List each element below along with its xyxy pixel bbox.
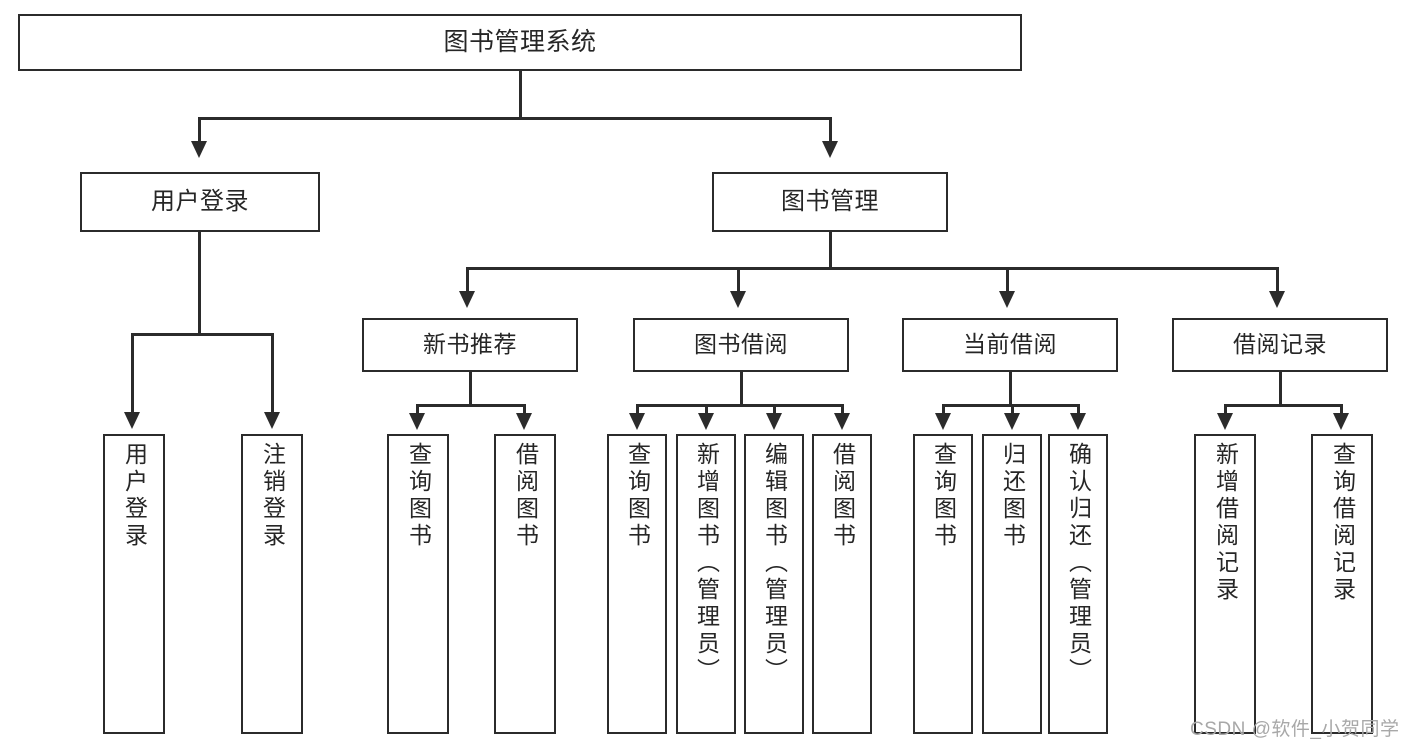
node-leaf-add-book[interactable]: 新增图书（管理员） bbox=[676, 434, 736, 734]
node-leaf-user-logout[interactable]: 注销登录 bbox=[241, 434, 303, 734]
node-current-borrow[interactable]: 当前借阅 bbox=[902, 318, 1118, 372]
node-root[interactable]: 图书管理系统 bbox=[18, 14, 1022, 71]
connector-bm-drop-1 bbox=[466, 267, 469, 292]
connector-book-manage-stem bbox=[829, 232, 832, 270]
arrowhead-leaf-query-book-2 bbox=[629, 413, 645, 430]
connector-cb-stem bbox=[1009, 372, 1012, 407]
connector-cb-drop-3 bbox=[1077, 404, 1080, 414]
node-book-manage[interactable]: 图书管理 bbox=[712, 172, 948, 232]
node-leaf-query-book-2-label: 查询图书 bbox=[624, 442, 651, 550]
node-book-borrow-label: 图书借阅 bbox=[694, 331, 788, 358]
arrowhead-new-book-recommend bbox=[459, 291, 475, 308]
arrowhead-leaf-user-login bbox=[124, 412, 140, 429]
node-leaf-add-book-label: 新增图书（管理员） bbox=[693, 442, 720, 685]
arrowhead-leaf-borrow-book-1 bbox=[516, 413, 532, 430]
connector-user-login-drop-2 bbox=[271, 333, 274, 413]
connector-root-drop-right bbox=[829, 117, 832, 142]
node-leaf-query-record[interactable]: 查询借阅记录 bbox=[1311, 434, 1373, 734]
connector-bb-drop-1 bbox=[636, 404, 639, 414]
connector-bb-stem bbox=[740, 372, 743, 407]
connector-bm-drop-3 bbox=[1006, 267, 1009, 292]
node-leaf-borrow-book-1[interactable]: 借阅图书 bbox=[494, 434, 556, 734]
node-leaf-return-book[interactable]: 归还图书 bbox=[982, 434, 1042, 734]
node-borrow-record-label: 借阅记录 bbox=[1233, 331, 1327, 358]
arrowhead-leaf-query-record bbox=[1333, 413, 1349, 430]
node-leaf-query-record-label: 查询借阅记录 bbox=[1329, 442, 1356, 604]
connector-root-stem bbox=[519, 71, 522, 117]
connector-bb-drop-4 bbox=[841, 404, 844, 414]
node-leaf-return-book-label: 归还图书 bbox=[999, 442, 1026, 550]
node-leaf-confirm-return-label: 确认归还（管理员） bbox=[1065, 442, 1092, 685]
node-user-login-label: 用户登录 bbox=[151, 187, 249, 215]
connector-bb-bus bbox=[636, 404, 844, 407]
node-current-borrow-label: 当前借阅 bbox=[963, 331, 1057, 358]
connector-bb-drop-2 bbox=[705, 404, 708, 414]
connector-book-manage-bus bbox=[466, 267, 1279, 270]
csdn-watermark: CSDN @软件_小贺同学 bbox=[1190, 719, 1400, 740]
node-leaf-query-book-1[interactable]: 查询图书 bbox=[387, 434, 449, 734]
connector-bm-drop-2 bbox=[737, 267, 740, 292]
node-new-book-recommend-label: 新书推荐 bbox=[423, 331, 517, 358]
node-user-login[interactable]: 用户登录 bbox=[80, 172, 320, 232]
node-root-label: 图书管理系统 bbox=[443, 27, 597, 56]
arrowhead-leaf-query-book-1 bbox=[409, 413, 425, 430]
connector-br-drop-2 bbox=[1340, 404, 1343, 414]
connector-cb-bus bbox=[942, 404, 1079, 407]
connector-br-bus bbox=[1224, 404, 1343, 407]
connector-cb-drop-2 bbox=[1011, 404, 1014, 414]
node-leaf-user-logout-label: 注销登录 bbox=[259, 442, 286, 550]
node-leaf-query-book-3[interactable]: 查询图书 bbox=[913, 434, 973, 734]
node-leaf-user-login[interactable]: 用户登录 bbox=[103, 434, 165, 734]
node-leaf-add-record-label: 新增借阅记录 bbox=[1212, 442, 1239, 604]
connector-user-login-stem bbox=[198, 232, 201, 336]
arrowhead-leaf-user-logout bbox=[264, 412, 280, 429]
connector-user-login-drop-1 bbox=[131, 333, 134, 413]
arrowhead-book-borrow bbox=[730, 291, 746, 308]
node-leaf-query-book-3-label: 查询图书 bbox=[930, 442, 957, 550]
node-book-manage-label: 图书管理 bbox=[781, 187, 879, 215]
node-leaf-add-record[interactable]: 新增借阅记录 bbox=[1194, 434, 1256, 734]
node-leaf-query-book-1-label: 查询图书 bbox=[405, 442, 432, 550]
connector-nbr-stem bbox=[469, 372, 472, 407]
arrowhead-current-borrow bbox=[999, 291, 1015, 308]
connector-root-bus bbox=[198, 117, 832, 120]
node-leaf-borrow-book-2-label: 借阅图书 bbox=[829, 442, 856, 550]
node-leaf-borrow-book-2[interactable]: 借阅图书 bbox=[812, 434, 872, 734]
arrowhead-leaf-query-book-3 bbox=[935, 413, 951, 430]
connector-br-drop-1 bbox=[1224, 404, 1227, 414]
node-new-book-recommend[interactable]: 新书推荐 bbox=[362, 318, 578, 372]
connector-br-stem bbox=[1279, 372, 1282, 407]
arrowhead-book-manage bbox=[822, 141, 838, 158]
connector-nbr-bus bbox=[416, 404, 526, 407]
node-leaf-edit-book-label: 编辑图书（管理员） bbox=[761, 442, 788, 685]
connector-root-drop-left bbox=[198, 117, 201, 142]
connector-cb-drop-1 bbox=[942, 404, 945, 414]
arrowhead-leaf-add-book bbox=[698, 413, 714, 430]
arrowhead-borrow-record bbox=[1269, 291, 1285, 308]
node-leaf-user-login-label: 用户登录 bbox=[121, 442, 148, 550]
arrowhead-leaf-borrow-book-2 bbox=[834, 413, 850, 430]
arrowhead-leaf-confirm-return bbox=[1070, 413, 1086, 430]
node-leaf-query-book-2[interactable]: 查询图书 bbox=[607, 434, 667, 734]
connector-bb-drop-3 bbox=[773, 404, 776, 414]
connector-nbr-drop-1 bbox=[416, 404, 419, 414]
node-book-borrow[interactable]: 图书借阅 bbox=[633, 318, 849, 372]
arrowhead-user-login bbox=[191, 141, 207, 158]
node-leaf-edit-book[interactable]: 编辑图书（管理员） bbox=[744, 434, 804, 734]
connector-nbr-drop-2 bbox=[523, 404, 526, 414]
arrowhead-leaf-return-book bbox=[1004, 413, 1020, 430]
node-borrow-record[interactable]: 借阅记录 bbox=[1172, 318, 1388, 372]
arrowhead-leaf-add-record bbox=[1217, 413, 1233, 430]
connector-user-login-bus bbox=[131, 333, 274, 336]
connector-bm-drop-4 bbox=[1276, 267, 1279, 292]
node-leaf-borrow-book-1-label: 借阅图书 bbox=[512, 442, 539, 550]
node-leaf-confirm-return[interactable]: 确认归还（管理员） bbox=[1048, 434, 1108, 734]
arrowhead-leaf-edit-book bbox=[766, 413, 782, 430]
